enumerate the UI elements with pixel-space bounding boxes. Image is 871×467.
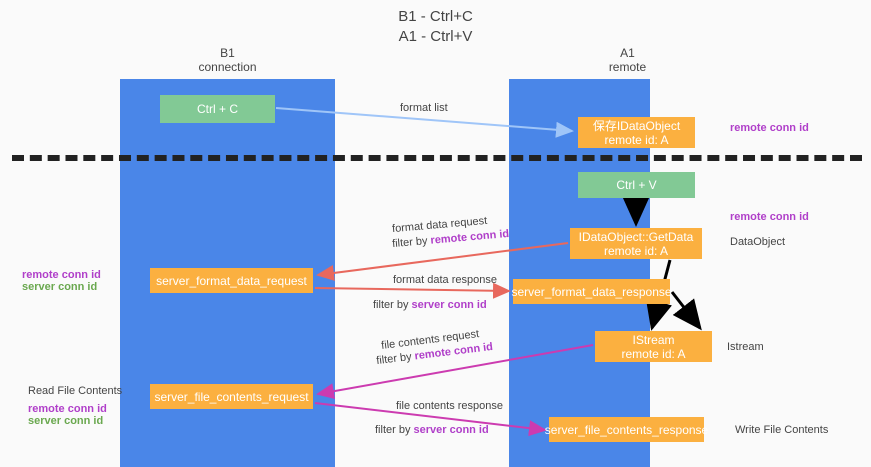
annotation-istream: Istream bbox=[727, 341, 764, 353]
filter-value-server-conn-id: server conn id bbox=[411, 299, 487, 311]
lane-b1-name: B1 bbox=[220, 46, 235, 60]
edge-format-data-request bbox=[316, 242, 569, 281]
node-istream[interactable]: IStream remote id: A bbox=[595, 331, 712, 362]
node-server-format-data-request-label: server_format_data_request bbox=[156, 273, 307, 288]
node-idataobject[interactable]: 保存IDataObject remote id: A bbox=[578, 117, 695, 148]
annotation-dataobject: DataObject bbox=[730, 236, 786, 248]
lane-caption-b1: B1 connection bbox=[140, 46, 315, 74]
edge-file-contents-request bbox=[316, 344, 594, 400]
title-line-1: B1 - Ctrl+C bbox=[398, 8, 473, 25]
node-server-format-data-request[interactable]: server_format_data_request bbox=[150, 268, 313, 293]
node-server-format-data-response[interactable]: server_format_data_response bbox=[511, 279, 672, 304]
lane-b1-role: connection bbox=[198, 60, 257, 74]
legend-server-conn-id-lower: server conn id bbox=[28, 415, 104, 427]
filter-value-server-conn-id: server conn id bbox=[413, 424, 489, 436]
phase-separator bbox=[12, 155, 862, 161]
node-server-file-contents-response[interactable]: server_file_contents_response bbox=[545, 417, 708, 442]
node-idataobject-getdata[interactable]: IDataObject::GetData remote id: A bbox=[570, 228, 702, 259]
annotation-remote-conn-id-top: remote conn id bbox=[730, 122, 809, 134]
edge-label-format-data-response: format data response bbox=[393, 274, 497, 286]
node-idataobject-line1: 保存IDataObject bbox=[592, 118, 681, 133]
legend-remote-conn-id-lower: remote conn id bbox=[28, 403, 107, 415]
node-ctrl-c[interactable]: Ctrl + C bbox=[160, 95, 275, 123]
diagram-title: B1 - Ctrl+C A1 - Ctrl+V bbox=[0, 7, 871, 47]
edge-format-data-response bbox=[314, 282, 511, 299]
edge-label-file-contents-response: file contents response bbox=[396, 400, 504, 412]
lane-a1-name: A1 bbox=[620, 46, 635, 60]
annotation-write-file-contents: Write File Contents bbox=[735, 424, 829, 436]
node-ctrl-v[interactable]: Ctrl + V bbox=[578, 172, 695, 198]
edge-file-contents-response bbox=[314, 402, 547, 437]
annotation-read-file-contents: Read File Contents bbox=[28, 385, 123, 397]
node-ctrl-v-label: Ctrl + V bbox=[616, 178, 657, 192]
node-getdata-line1: IDataObject::GetData bbox=[578, 229, 694, 244]
lane-caption-a1: A1 remote bbox=[540, 46, 715, 74]
legend-server-conn-id-upper: server conn id bbox=[22, 281, 98, 293]
filter-prefix: filter by bbox=[375, 424, 414, 436]
node-server-format-data-response-label: server_format_data_response bbox=[511, 284, 672, 299]
legend-remote-conn-id-upper: remote conn id bbox=[22, 269, 101, 281]
edge-format-list bbox=[275, 107, 574, 138]
annotation-remote-conn-id-mid: remote conn id bbox=[730, 211, 809, 223]
edge-label-format-list: format list bbox=[400, 102, 448, 114]
node-getdata-line2: remote id: A bbox=[603, 243, 669, 258]
node-server-file-contents-request-label: server_file_contents_request bbox=[154, 389, 309, 404]
node-idataobject-line2: remote id: A bbox=[604, 132, 669, 147]
edge-response-to-istream bbox=[670, 291, 702, 331]
edge-label-format-data-response-filter: filter by server conn id bbox=[373, 299, 487, 312]
node-ctrl-c-label: Ctrl + C bbox=[196, 102, 238, 116]
node-istream-line2: remote id: A bbox=[621, 346, 686, 361]
node-server-file-contents-response-label: server_file_contents_response bbox=[544, 422, 709, 437]
node-server-file-contents-request[interactable]: server_file_contents_request bbox=[150, 384, 313, 409]
filter-prefix: filter by bbox=[391, 234, 432, 251]
lane-a1-role: remote bbox=[608, 60, 647, 74]
title-line-2: A1 - Ctrl+V bbox=[398, 28, 473, 45]
filter-prefix: filter by bbox=[373, 299, 412, 311]
edge-label-file-contents-response-filter: filter by server conn id bbox=[375, 424, 489, 437]
node-istream-line1: IStream bbox=[632, 332, 675, 347]
